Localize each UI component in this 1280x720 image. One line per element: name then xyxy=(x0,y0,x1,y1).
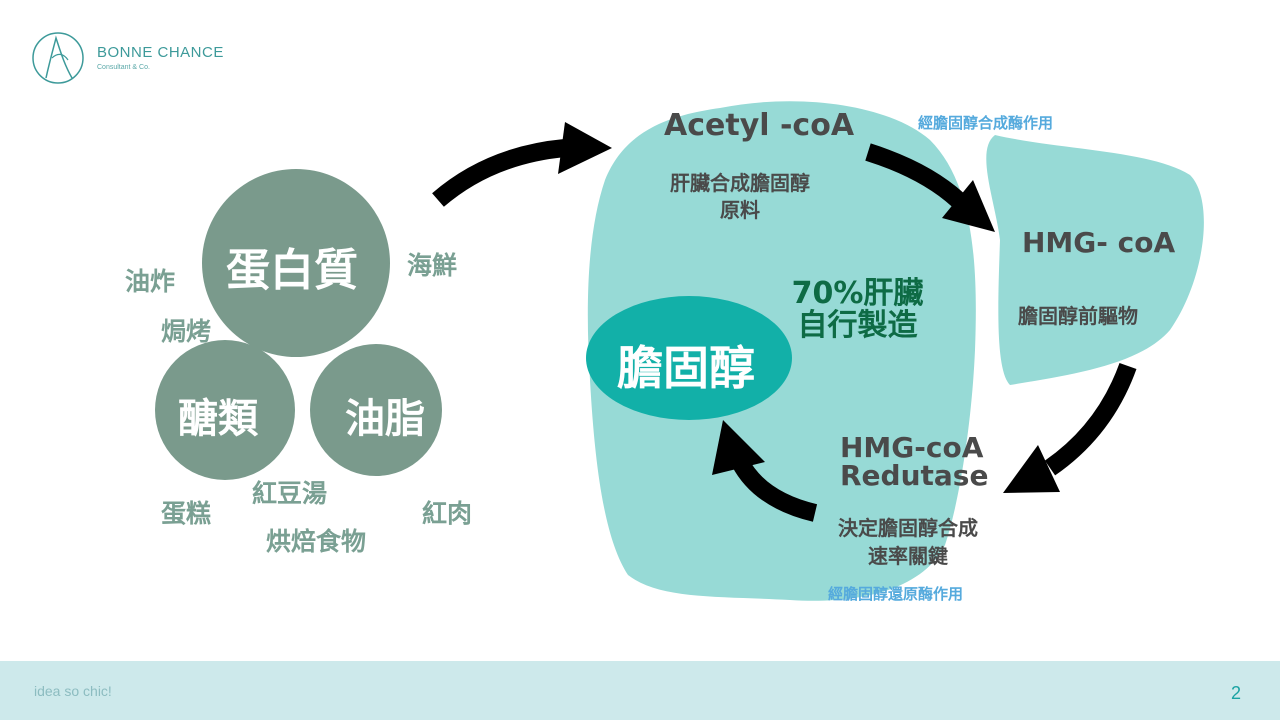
reductase-note: 經膽固醇還原酶作用 xyxy=(828,585,964,603)
reductase-title: HMG-coA Redutase xyxy=(840,434,988,490)
arrow-to-reductase xyxy=(1003,362,1137,493)
liver-production: 70%肝臟 自行製造 xyxy=(775,278,940,342)
footer-bar xyxy=(0,661,1280,720)
hmg-shape xyxy=(986,135,1204,385)
footer-tagline: idea so chic! xyxy=(34,683,112,699)
reductase-description: 決定膽固醇合成 速率關鍵 xyxy=(818,514,998,570)
liver-production-line2: 自行製造 xyxy=(797,308,918,343)
circle-sugar xyxy=(155,340,295,480)
circle-label-protein: 蛋白質 xyxy=(226,245,358,296)
acetyl-title: Acetyl -coA xyxy=(664,108,855,143)
food-cake: 蛋糕 xyxy=(161,499,212,528)
arrow-to-cholesterol xyxy=(712,420,818,522)
arrow-to-hmg xyxy=(865,143,995,232)
hmg-title: HMG- coA xyxy=(1022,226,1176,259)
reductase-title-line1: HMG-coA xyxy=(840,431,984,464)
cholesterol-ellipse xyxy=(586,296,792,420)
food-baked: 焗烤 xyxy=(161,317,212,346)
food-seafood: 海鮮 xyxy=(407,251,458,280)
acetyl-desc-line1: 肝臟合成膽固醇 xyxy=(670,171,810,195)
circle-fat xyxy=(310,344,442,476)
acetyl-desc-line2: 原料 xyxy=(720,198,760,222)
brand-logo-icon xyxy=(32,32,84,84)
brand-subtitle: Consultant & Co. xyxy=(97,64,150,71)
synthase-note: 經膽固醇合成酶作用 xyxy=(918,114,1054,132)
food-fried: 油炸 xyxy=(125,267,176,296)
circle-label-sugar: 醣類 xyxy=(178,396,258,442)
cholesterol-label: 膽固醇 xyxy=(617,341,755,395)
hmg-description: 膽固醇前驅物 xyxy=(1018,304,1138,328)
reductase-desc-line2: 速率關鍵 xyxy=(868,544,948,568)
brand-name: BONNE CHANCE xyxy=(97,44,224,61)
reductase-desc-line1: 決定膽固醇合成 xyxy=(838,516,978,540)
food-redbean-soup: 紅豆湯 xyxy=(252,479,328,508)
arrow-to-acetyl xyxy=(432,122,612,207)
food-bakery: 烘焙食物 xyxy=(266,527,367,556)
page-number: 2 xyxy=(1231,683,1242,703)
circle-label-fat: 油脂 xyxy=(345,396,425,442)
liver-production-line1: 70%肝臟 xyxy=(791,276,924,311)
food-red-meat: 紅肉 xyxy=(422,499,473,528)
reductase-title-line2: Redutase xyxy=(840,459,989,492)
circle-protein xyxy=(202,169,390,357)
acetyl-description: 肝臟合成膽固醇 原料 xyxy=(640,170,840,224)
